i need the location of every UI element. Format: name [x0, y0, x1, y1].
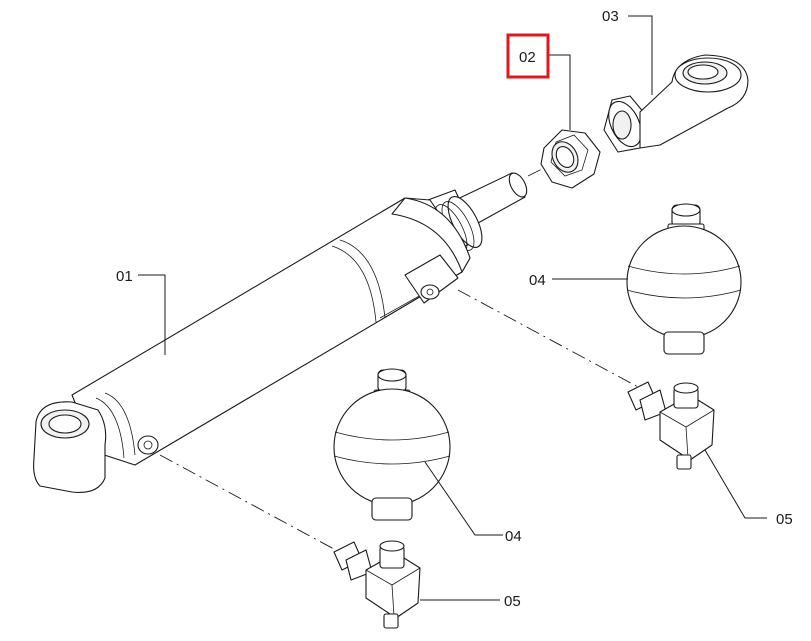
assembly-axis-lines [159, 165, 641, 556]
hex-nut [540, 129, 601, 189]
callout-02: 02 [519, 49, 536, 66]
accumulator-upper [626, 203, 742, 355]
leader-lines [138, 15, 767, 601]
valve-block-right [627, 381, 715, 470]
callout-01: 01 [116, 268, 133, 285]
rod-end [603, 54, 749, 153]
callout-02-highlight-box [506, 33, 550, 79]
callout-04-upper: 04 [529, 272, 546, 289]
valve-block-lower [333, 540, 421, 629]
callout-05-right: 05 [776, 511, 793, 528]
callout-labels: 01 02 03 04 04 05 05 [116, 8, 793, 610]
callout-05-lower: 05 [504, 593, 521, 610]
hydraulic-cylinder [33, 172, 528, 493]
callout-04-lower: 04 [505, 528, 522, 545]
accumulator-lower [333, 368, 451, 521]
callout-03: 03 [602, 8, 619, 25]
